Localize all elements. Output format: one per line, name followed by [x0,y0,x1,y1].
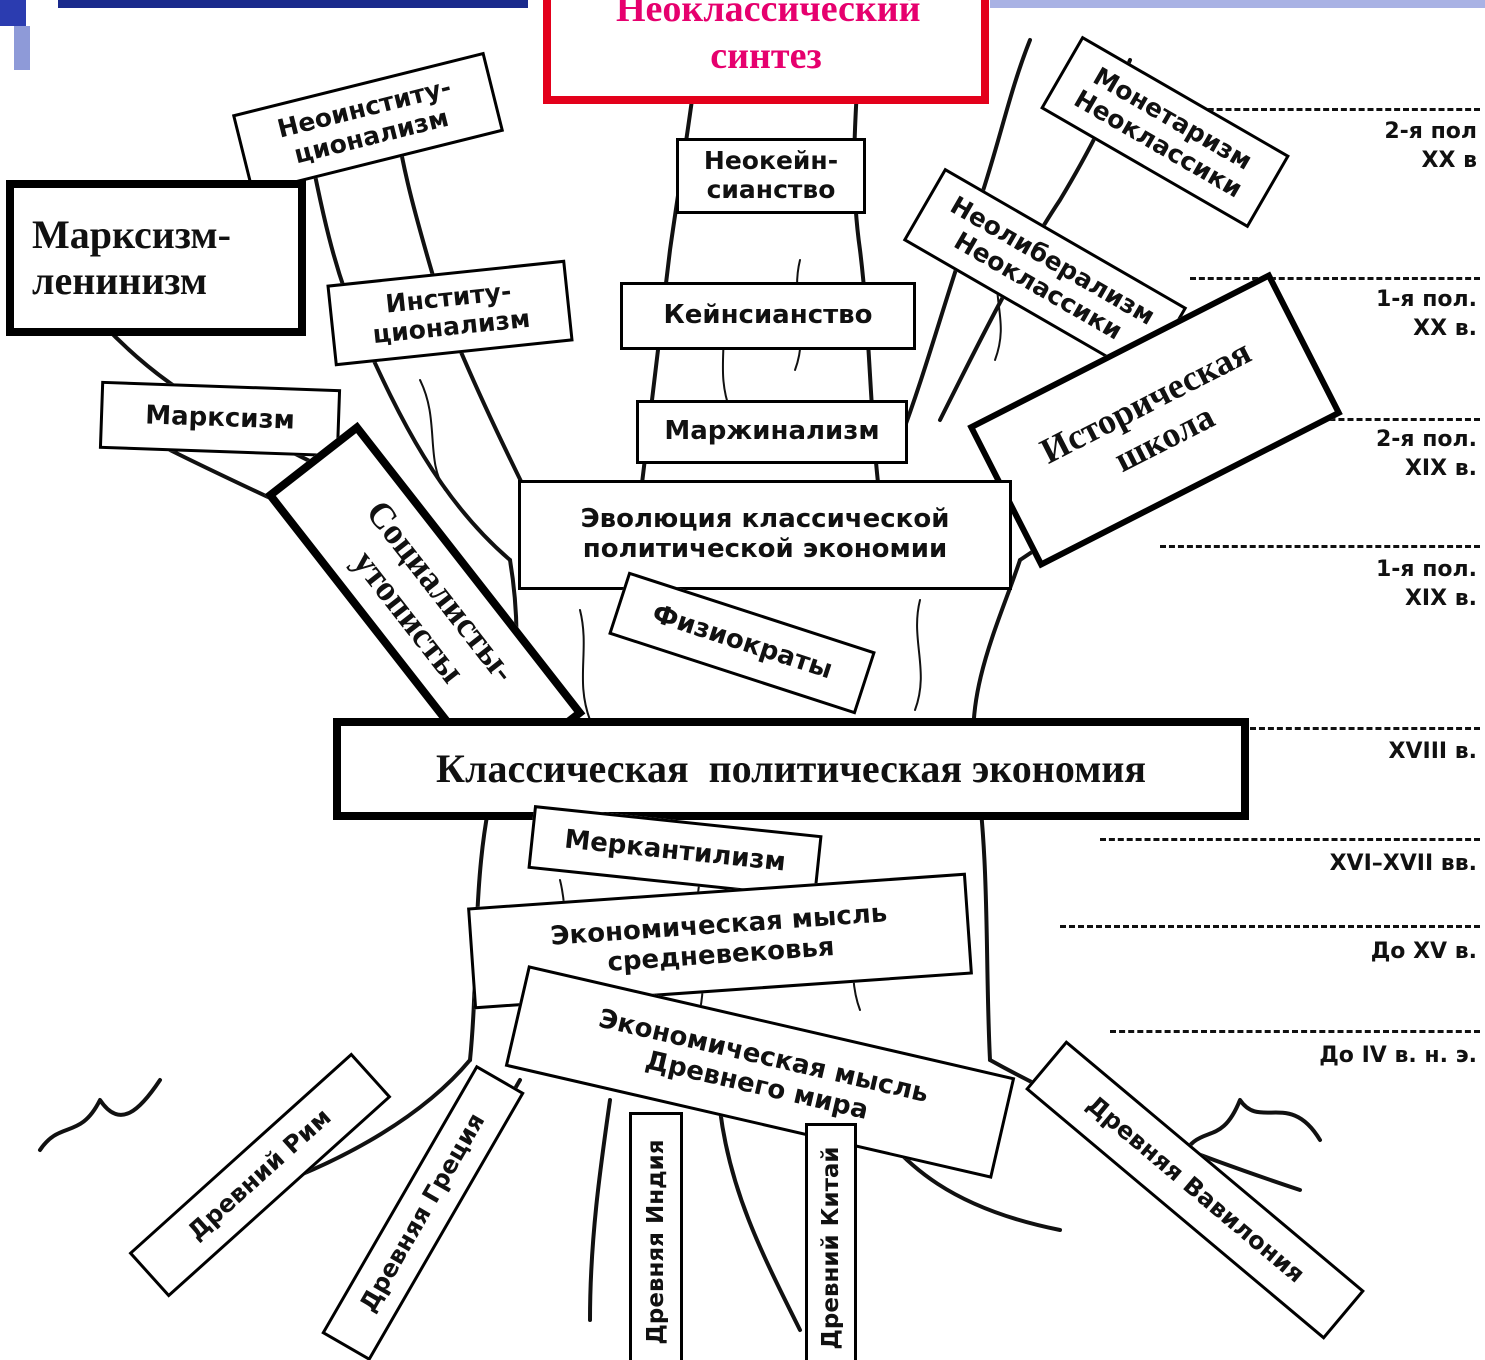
era-label: 2-я пол XX в [1384,119,1477,173]
label-ancient-china: Древний Китай [805,1123,857,1360]
timeline-divider [1160,545,1480,548]
era-label: 1-я пол. XX в. [1375,287,1477,341]
era-label: 1-я пол. XIX в. [1375,557,1477,611]
era-label: XVI–XVII вв. [1329,851,1477,876]
label-marxism-leninism: Марксизм- ленинизм [6,180,306,336]
timeline-divider [1190,108,1480,111]
era-label: XVIII в. [1388,739,1477,764]
timeline-divider [1110,1030,1480,1033]
slide-decoration-bar [14,26,30,70]
label-ancient-india: Древняя Индия [629,1112,683,1360]
label-marxism: Марксизм [98,380,342,458]
label-keynesianism: Кейнсианство [620,282,916,350]
era-label: До IV в. н. э. [1319,1043,1477,1068]
timeline-divider [1250,727,1480,730]
era-label: 2-я пол. XIX в. [1375,427,1477,481]
timeline-divider [1190,277,1480,280]
slide-decoration-square [0,0,26,26]
slide-decoration-top-bar [58,0,528,8]
era-label: До XV в. [1370,939,1477,964]
timeline-divider [1100,838,1480,841]
slide-decoration-top-bar-right [990,0,1485,8]
label-classical-political-economy: Классическая политическая экономия [333,718,1249,820]
timeline-divider [1060,925,1480,928]
title-text: Неоклассический синтез [616,0,931,77]
timeline-divider [1230,418,1480,421]
title-neoclassical-synthesis: Неоклассический синтез [543,0,989,104]
label-marginalism: Маржинализм [636,400,908,464]
label-evolution-classical: Эволюция классической политической эконо… [518,480,1012,590]
label-neokeynesianism: Неокейн- сианство [676,138,866,214]
